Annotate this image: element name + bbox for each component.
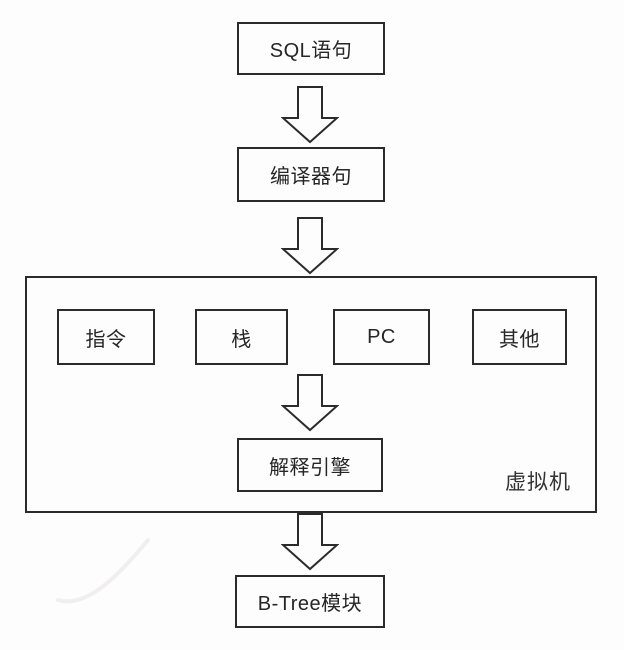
- node-stack: 栈: [195, 309, 288, 365]
- node-other: 其他: [472, 309, 567, 365]
- node-pc: PC: [333, 309, 430, 365]
- node-compiler: 编译器句: [237, 147, 385, 202]
- node-sql-statement-label: SQL语句: [269, 40, 353, 62]
- watermark-swoosh-icon: [40, 530, 180, 620]
- node-instruction-label: 指令: [85, 328, 127, 351]
- node-virtual-machine-container: [25, 276, 597, 513]
- down-arrow-icon: [280, 86, 340, 144]
- down-arrow-icon: [280, 217, 340, 275]
- node-btree-module: B-Tree模块: [235, 575, 385, 628]
- node-pc-label: PC: [367, 325, 396, 348]
- virtual-machine-label: 虚拟机: [505, 471, 571, 494]
- node-interpretation-engine-label: 解释引擎: [269, 456, 351, 479]
- node-instruction: 指令: [57, 309, 155, 365]
- node-other-label: 其他: [499, 328, 540, 351]
- down-arrow-icon: [280, 513, 340, 571]
- node-sql-statement: SQL语句: [237, 22, 385, 75]
- node-interpretation-engine: 解释引擎: [237, 438, 383, 492]
- node-compiler-label: 编译器句: [270, 166, 352, 188]
- node-btree-module-label: B-Tree模块: [257, 593, 363, 615]
- down-arrow-icon: [280, 374, 340, 432]
- node-stack-label: 栈: [231, 328, 252, 351]
